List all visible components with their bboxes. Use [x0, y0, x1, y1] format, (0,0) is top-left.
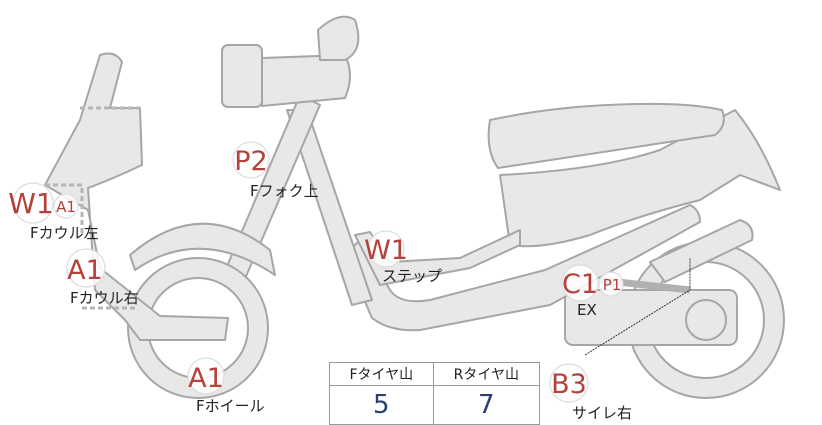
label-side-right: サイレ右	[572, 404, 632, 422]
headlight	[221, 44, 263, 108]
label-f-wheel: Fホイール	[196, 397, 265, 415]
label-ex: EX	[577, 301, 597, 319]
handle-cover	[261, 54, 351, 107]
marker-a1-small: A1	[56, 198, 76, 216]
label-fork-upper: Fフォク上	[250, 182, 319, 200]
rear-body-panel	[499, 109, 781, 248]
marker-circle-a1-wheel	[187, 357, 225, 395]
front-fender	[129, 222, 276, 276]
marker-circle-p2	[232, 141, 270, 179]
front-cowl	[44, 52, 229, 341]
marker-circle-b3	[549, 363, 589, 403]
b3-leader-line	[584, 258, 691, 356]
floor-frame	[344, 204, 701, 332]
marker-w1-cowl: W1	[8, 187, 54, 220]
front-tread-value: 5	[329, 385, 434, 425]
label-cowl-right: Fカウル右	[70, 289, 139, 307]
marker-circle-c1	[561, 264, 599, 302]
marker-circle-w1-cowl	[12, 182, 54, 224]
marker-circle-w1-step	[367, 230, 405, 268]
rear-shock-housing	[649, 219, 754, 283]
tire-tread-table: Fタイヤ山 Rタイヤ山 5 7	[329, 362, 541, 425]
marker-w1-step: W1	[364, 235, 408, 266]
seat	[487, 102, 725, 169]
rear-tread-value: 7	[432, 385, 541, 425]
marker-circle-p1	[598, 271, 624, 297]
marker-circle-a1-small	[53, 193, 79, 219]
marker-a1-cowl: A1	[67, 255, 103, 286]
marker-b3: B3	[551, 369, 587, 400]
front-tread-header: Fタイヤ山	[329, 362, 434, 386]
label-step: ステップ	[382, 267, 442, 285]
marker-p1: P1	[603, 276, 622, 294]
marker-p2: P2	[234, 146, 267, 177]
rear-tread-header: Rタイヤ山	[432, 362, 541, 386]
cowl-seam-left	[45, 183, 84, 235]
rear-hub	[685, 299, 727, 341]
marker-c1: C1	[562, 269, 598, 300]
marker-circle-a1-cowl	[66, 248, 106, 288]
windscreen	[317, 15, 360, 61]
marker-a1-wheel: A1	[188, 363, 224, 394]
label-cowl-left: Fカウル左	[30, 224, 99, 242]
